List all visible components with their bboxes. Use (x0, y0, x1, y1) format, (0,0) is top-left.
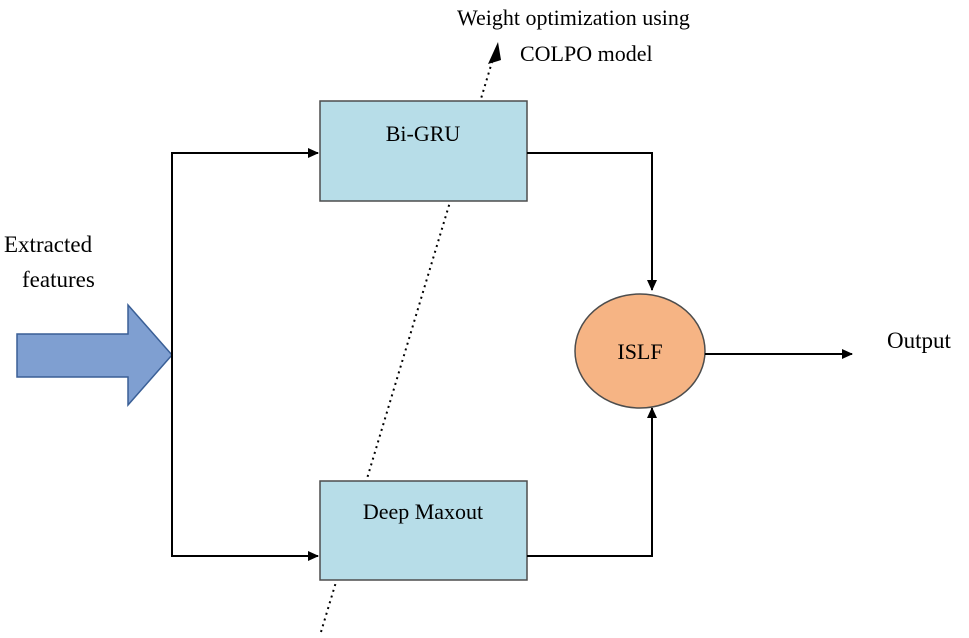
deep-maxout-label: Deep Maxout (363, 499, 483, 524)
connector-input-to-bigru (171, 148, 319, 355)
connector-maxout-to-islf (527, 407, 657, 557)
input-label-line2: features (22, 267, 95, 292)
bigru-box (319, 100, 528, 202)
deep-maxout-box (319, 480, 528, 581)
annotation-line2: COLPO model (520, 41, 653, 66)
connector-input-to-maxout (171, 355, 319, 561)
connector-bigru-to-islf (527, 152, 657, 291)
annotation-line1: Weight optimization using (457, 5, 690, 30)
input-label-line1: Extracted (4, 232, 93, 257)
bigru-label: Bi-GRU (386, 121, 461, 146)
islf-label: ISLF (617, 339, 662, 364)
islf-ellipse (574, 293, 706, 409)
input-arrow (16, 303, 173, 407)
optimization-arrowhead (488, 42, 501, 64)
output-label: Output (887, 328, 952, 353)
